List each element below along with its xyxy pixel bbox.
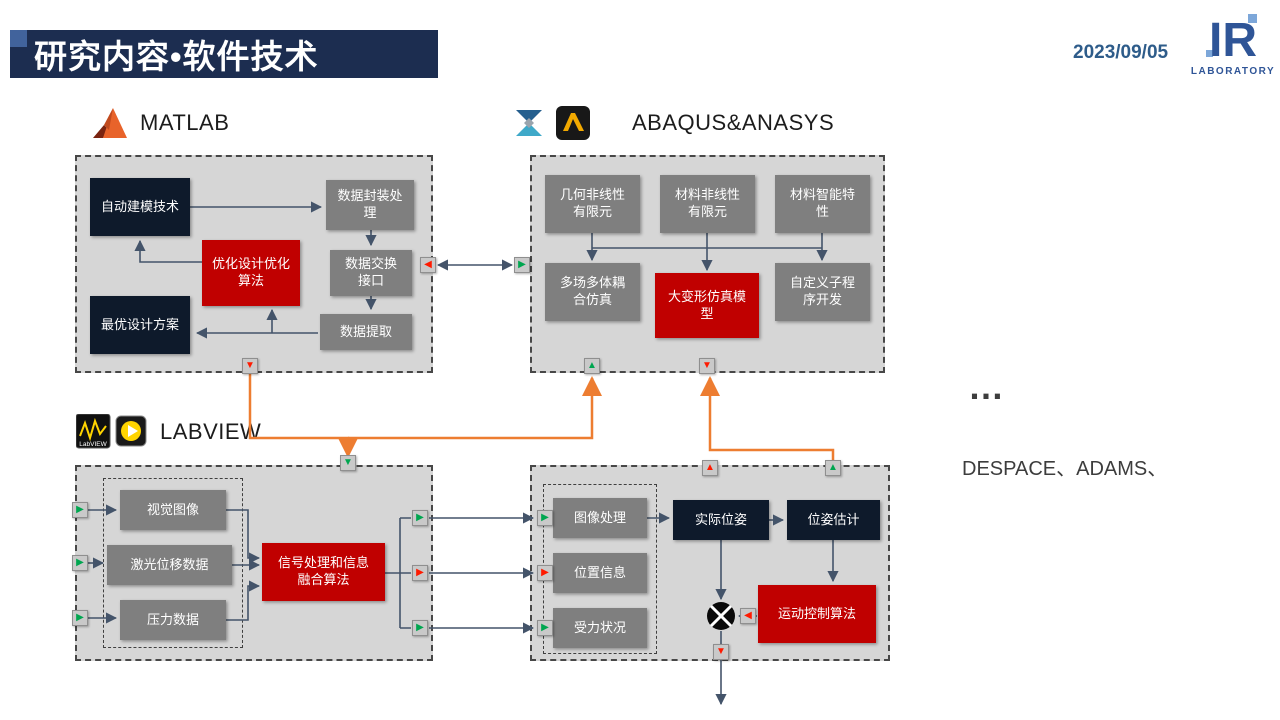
node-image-proc: 图像处理	[553, 498, 647, 538]
node-data-packaging: 数据封装处理	[326, 180, 414, 230]
node-auto-modeling: 自动建模技术	[90, 178, 190, 236]
flow-down-icon: ▼	[340, 455, 356, 471]
page-title: 研究内容•软件技术	[34, 38, 319, 75]
node-visual-image: 视觉图像	[120, 490, 226, 530]
flow-down-icon: ▼	[699, 358, 715, 374]
flow-right-icon: ▶	[537, 620, 553, 636]
node-mat-smart: 材料智能特性	[775, 175, 870, 233]
node-force-status: 受力状况	[553, 608, 647, 648]
flow-right-icon: ▶	[412, 565, 428, 581]
flow-right-icon: ▶	[412, 510, 428, 526]
labview-logo-caption: LabVIEW	[79, 441, 107, 448]
labview-header: LabVIEW LABVIEW	[76, 414, 261, 450]
node-optimize-algo: 优化设计优化算法	[202, 240, 300, 306]
logo-letters: IR	[1209, 14, 1257, 67]
flow-right-icon: ▶	[72, 555, 88, 571]
flow-up-icon: ▲	[702, 460, 718, 476]
node-multi-coupling: 多场多体耦合仿真	[545, 263, 640, 321]
node-optimal-design: 最优设计方案	[90, 296, 190, 354]
labview-group-label: LABVIEW	[160, 419, 262, 444]
node-actual-pose: 实际位姿	[673, 500, 769, 540]
flow-up-icon: ▲	[825, 460, 841, 476]
node-data-exchange: 数据交换接口	[330, 250, 412, 296]
abaqus-logo-icon	[516, 110, 542, 136]
node-large-deform: 大变形仿真模型	[655, 273, 759, 338]
flow-left-icon: ◀	[420, 257, 436, 273]
node-geo-nonlinear: 几何非线性有限元	[545, 175, 640, 233]
matlab-group-label: MATLAB	[140, 110, 230, 135]
flow-right-icon: ▶	[537, 510, 553, 526]
node-laser-disp: 激光位移数据	[107, 545, 232, 585]
flow-up-icon: ▲	[584, 358, 600, 374]
ellipsis-note: …	[968, 366, 1004, 407]
logo-caption: LABORATORY	[1191, 66, 1275, 77]
ir-logo-icon: IR LABORATORY	[1191, 14, 1275, 77]
node-position-info: 位置信息	[553, 553, 647, 593]
flow-left-icon: ◀	[740, 608, 756, 624]
flow-right-icon: ▶	[412, 620, 428, 636]
node-mat-nonlinear: 材料非线性有限元	[660, 175, 755, 233]
laboratory-logo: IR LABORATORY	[1190, 8, 1276, 99]
matlab-header: MATLAB	[92, 106, 229, 140]
ansys-logo-icon	[556, 106, 590, 140]
flow-right-icon: ▶	[72, 502, 88, 518]
flow-right-icon: ▶	[537, 565, 553, 581]
node-pressure: 压力数据	[120, 600, 226, 640]
node-data-extract: 数据提取	[320, 314, 412, 350]
flow-down-icon: ▼	[713, 644, 729, 660]
node-signal-fusion: 信号处理和信息融合算法	[262, 543, 385, 601]
date-text: 2023/09/05	[1073, 42, 1169, 63]
matlab-logo-icon	[93, 108, 127, 138]
labview-logo-icon: LabVIEW	[76, 414, 147, 449]
node-custom-sub: 自定义子程序开发	[775, 263, 870, 321]
other-software-note: DESPACE、ADAMS、	[962, 458, 1168, 480]
abaqus-header: ABAQUS&ANASYS	[512, 106, 834, 140]
slide-title-bar: 研究内容•软件技术	[10, 30, 438, 78]
flow-right-icon: ▶	[72, 610, 88, 626]
node-motion-control: 运动控制算法	[758, 585, 876, 643]
title-accent-square	[10, 30, 27, 47]
abaqus-group-label: ABAQUS&ANASYS	[632, 110, 835, 135]
flow-down-icon: ▼	[242, 358, 258, 374]
flow-right-icon: ▶	[514, 257, 530, 273]
node-pose-estimate: 位姿估计	[787, 500, 880, 540]
